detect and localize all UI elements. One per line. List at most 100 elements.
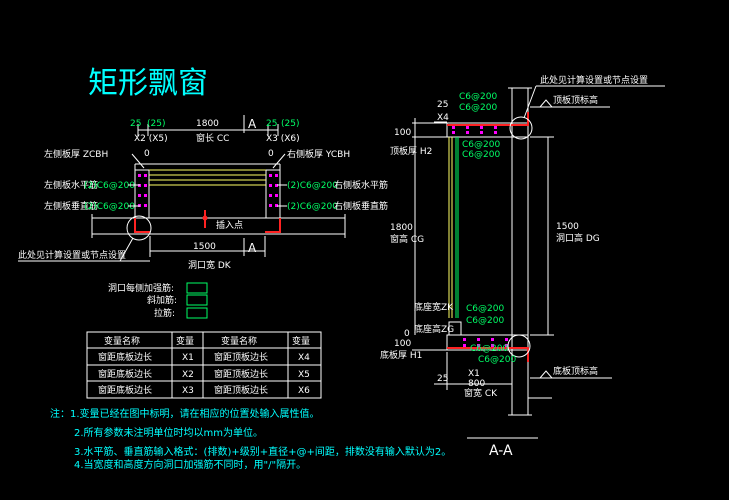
section-mark-bottom: A [248, 241, 257, 255]
bottom-slab [446, 334, 529, 351]
top-slab-bar [447, 112, 529, 126]
plan-calc-note: 此处见计算设置或节点设置 [18, 249, 126, 261]
top-slab [446, 122, 529, 138]
leader [119, 237, 134, 262]
opening-height-label: 洞口高 DG [556, 232, 600, 244]
plan-view: 25 (25) X2 (X5) 1800 窗长 CC 25 (25) X3 (X… [18, 115, 388, 271]
bottom-slab-rebar [463, 338, 508, 347]
insert-point-dot [202, 215, 208, 221]
note-4: 4.当宽度和高度方向洞口加强筋不同时，用"/"隔开。 [74, 458, 306, 471]
section-label: A-A [489, 443, 513, 459]
window-width-label: 窗宽 CK [464, 387, 498, 399]
bottom-bar-4: C6@200 [478, 355, 516, 365]
table-cell: 窗距顶板边长 [214, 351, 268, 363]
top-bar-1: C6@200 [459, 92, 497, 102]
table-cell: X1 [182, 353, 194, 363]
table-cell: 窗距底板边长 [98, 368, 152, 380]
elev-symbol [538, 99, 554, 108]
table-cell: X5 [298, 370, 310, 380]
right-vert-value: (2)C6@200 [287, 202, 338, 212]
leader [272, 153, 286, 169]
plan-dim-25-right-paren: (25) [281, 119, 299, 129]
right-horiz-label: 右侧板水平筋 [334, 179, 388, 191]
table-cell: 窗距顶板边长 [214, 368, 268, 380]
section-view: 此处见计算设置或节点设置 顶板顶标高 25 C6@200 C6@200 X4 1… [380, 74, 665, 459]
top-detail-circle [509, 116, 533, 140]
plan-dim-1500: 1500 [193, 242, 216, 252]
bottom-elev-label: 底板顶标高 [553, 365, 598, 377]
plan-rebar-dots [138, 174, 278, 207]
plan-x3-label: X3 (X6) [266, 134, 300, 144]
table-cell: 窗距底板边长 [98, 351, 152, 363]
plan-rebar-left [134, 218, 150, 233]
table-header: 变量名称 [221, 335, 257, 347]
table-cell: X2 [182, 370, 194, 380]
plan-zero-left: 0 [144, 149, 150, 159]
mid-bar-1: C6@200 [462, 140, 500, 150]
table-cell: 窗距底板边长 [98, 384, 152, 396]
plan-dim-25-left-paren: (25) [147, 119, 165, 129]
table-header: 变量 [292, 335, 310, 347]
section-calc-note: 此处见计算设置或节点设置 [540, 74, 648, 86]
bottom-detail-circle [507, 334, 531, 358]
x4-label: X4 [437, 113, 449, 123]
dim-0: 0 [404, 329, 410, 339]
diagonal-input[interactable] [186, 294, 208, 306]
table-cell: X3 [182, 386, 194, 396]
x1-label: X1 [468, 369, 480, 379]
window-height-label: 窗高 CG [390, 233, 424, 245]
plan-detail-circle [126, 215, 152, 241]
note-1: 注：1.变量已经在图中标明，请在相应的位置处输入属性值。 [50, 407, 320, 420]
left-thick-label: 左侧板厚 ZCBH [44, 148, 108, 160]
bottom-bar-3: C6@200 [470, 344, 508, 354]
dim-1500: 1500 [556, 222, 579, 232]
table-header: 变量 [176, 335, 194, 347]
sill-width-label: 底座宽ZK [414, 301, 454, 313]
opening-each-label: 洞口每侧加强筋: [108, 282, 174, 294]
elev-symbol [538, 370, 554, 379]
top-bar-2: C6@200 [459, 103, 497, 113]
mid-bar-2: C6@200 [462, 150, 500, 160]
right-horiz-value: (2)C6@200 [287, 181, 338, 191]
tie-input[interactable] [186, 307, 208, 319]
leader [523, 85, 537, 119]
opening-each-input[interactable] [186, 282, 208, 294]
reinforcement-inputs: 洞口每侧加强筋: 斜加筋: 拉筋: [108, 282, 208, 319]
left-vert-label: 左侧板垂直筋 [44, 200, 98, 212]
section-dim-25-bottom: 25 [437, 374, 448, 384]
dim-100-bottom: 100 [394, 339, 411, 349]
right-thick-label: 右侧板厚 YCBH [287, 148, 350, 160]
left-vert-value: (2)C6@200 [84, 202, 135, 212]
sill-block [448, 321, 462, 336]
leader [131, 153, 145, 169]
dim-100-top: 100 [394, 128, 411, 138]
table-cell: X4 [298, 353, 310, 363]
top-slab-rebar [452, 126, 497, 134]
tie-label: 拉筋: [154, 307, 175, 319]
sill-height-label: 底座高ZG [414, 323, 454, 335]
bottom-thick-label: 底板厚 H1 [380, 349, 422, 361]
notes: 注：1.变量已经在图中标明，请在相应的位置处输入属性值。 2.所有参数未注明单位… [50, 407, 451, 471]
dim-1800: 1800 [390, 223, 413, 233]
insert-point-label: 插入点 [216, 219, 243, 231]
table-cell: X6 [298, 386, 310, 396]
bottom-bar-1: C6@200 [466, 304, 504, 314]
bottom-bar-2: C6@200 [466, 316, 504, 326]
right-vert-label: 右侧板垂直筋 [334, 200, 388, 212]
plan-window-length: 窗长 CC [196, 132, 229, 144]
bottom-slab-bar [447, 347, 529, 362]
left-horiz-label: 左侧板水平筋 [44, 179, 98, 191]
plan-rebar-right [265, 218, 281, 233]
opening-width-label: 洞口宽 DK [188, 259, 232, 271]
variable-table: 变量名称 变量 变量名称 变量 窗距底板边长 X1 窗距顶板边长 X4 窗距底板… [86, 331, 322, 399]
top-elev-label: 顶板顶标高 [553, 94, 598, 106]
note-3: 3.水平筋、垂直筋输入格式：(排数)+级别+直径+@+间距，排数没有输入默认为2… [74, 445, 451, 458]
table-header: 变量名称 [104, 335, 140, 347]
section-mark-top: A [248, 117, 257, 131]
plan-zero-right: 0 [268, 149, 274, 159]
plan-dim-1800: 1800 [196, 119, 219, 129]
table-cell: 窗距顶板边长 [214, 384, 268, 396]
plan-x2-label: X2 (X5) [134, 134, 168, 144]
section-dim-25-top: 25 [437, 100, 448, 110]
